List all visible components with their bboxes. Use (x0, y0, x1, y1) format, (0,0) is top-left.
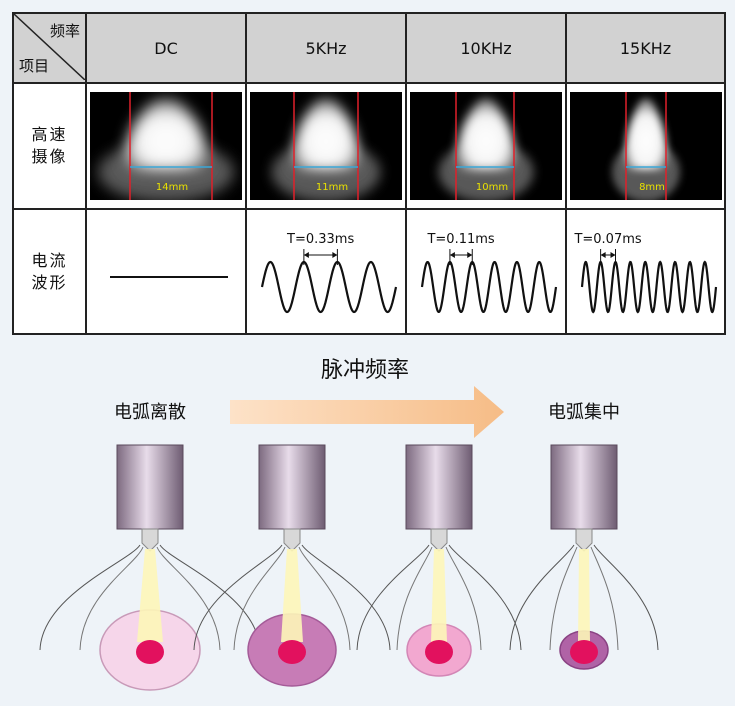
arc-inner-line-right (445, 546, 482, 651)
camera-cell-10khz: 10mm (405, 82, 567, 210)
arc-cone (281, 549, 303, 642)
arc-outline-right (448, 544, 522, 651)
arc-glow (456, 98, 516, 170)
waveform-15khz: T=0.07ms (573, 232, 717, 314)
arc-inner-line-left (396, 546, 433, 651)
camera-cell-dc: 14mm (85, 82, 247, 210)
electrode-body (550, 444, 618, 530)
high-speed-image-5khz: 11mm (250, 92, 402, 200)
arc-outline-right (593, 544, 659, 651)
arc-inner-line-left (549, 546, 578, 651)
arc-outline-left (509, 544, 575, 651)
corner-diagonal (15, 15, 84, 80)
arc-inner-line-right (156, 546, 221, 651)
frequency-arrow-label: 脉冲频率 (321, 358, 409, 383)
electrode-tip (575, 528, 593, 552)
period-label: T=0.11ms (426, 232, 494, 247)
electrode-tip (283, 528, 301, 552)
arc-glow (624, 98, 667, 170)
camera-cell-15khz: 8mm (565, 82, 726, 210)
column-header-15khz: 15KHz (565, 12, 726, 84)
arc-glow (124, 98, 208, 170)
high-speed-image-15khz: 8mm (569, 92, 722, 200)
arc-core (136, 640, 164, 664)
column-header-dc: DC (85, 12, 247, 84)
high-speed-image-dc: 14mm (90, 92, 242, 200)
arc-width-label: 10mm (476, 182, 508, 193)
torch-3 (356, 444, 522, 677)
column-header-5khz: 5KHz (245, 12, 407, 84)
arc-core (570, 640, 598, 664)
arc-core (278, 640, 306, 664)
waveform-cell-10khz: T=0.11ms (405, 208, 567, 335)
row-label-current-waveform: 电流 波形 (12, 208, 87, 335)
electrode-tip (430, 528, 448, 552)
camera-cell-5khz: 11mm (245, 82, 407, 210)
sine-wave (260, 260, 398, 313)
arc-width-label: 8mm (639, 182, 665, 193)
arc-dispersed-label: 电弧离散 (114, 402, 186, 423)
arc-outline-left (39, 544, 141, 651)
arc-width-label: 14mm (156, 182, 188, 193)
waveform-5khz: T=0.33ms (260, 232, 398, 313)
header-corner-cell: 频率 项目 (12, 12, 87, 84)
waveform-cell-dc (85, 208, 247, 335)
high-speed-image-10khz: 10mm (410, 92, 562, 200)
arc-outline-right (301, 544, 391, 651)
arc-inner-line-right (298, 546, 351, 651)
frequency-arrow (230, 386, 504, 438)
arc-cone (431, 549, 447, 642)
electrode-body (116, 444, 184, 530)
arc-inner-line-left (79, 546, 144, 651)
arc-outline-left (193, 544, 283, 651)
period-label: T=0.07ms (573, 232, 641, 247)
sine-wave (420, 260, 558, 313)
arc-diagram: 脉冲频率 电弧离散 电弧集中 (39, 358, 659, 691)
torch-4 (509, 444, 659, 670)
comparison-table: 频率 项目 DC 5KHz 10KHz 15KHz 高速 摄像 14mm 11m… (12, 12, 726, 335)
waveform-dc (110, 275, 228, 278)
sine-wave (580, 259, 717, 314)
torch-2 (193, 444, 391, 687)
waveform-10khz: T=0.11ms (420, 232, 558, 313)
corner-item-label: 项目 (19, 57, 50, 75)
electrode-body (258, 444, 326, 530)
arc-core (425, 640, 453, 664)
waveform-cell-15khz: T=0.07ms (565, 208, 726, 335)
arc-cone (578, 549, 590, 642)
arc-inner-line-left (233, 546, 286, 651)
waveform-cell-5khz: T=0.33ms (245, 208, 407, 335)
arc-concentrated-label: 电弧集中 (548, 402, 620, 423)
torch-1 (39, 444, 261, 691)
arc-outline-left (356, 544, 430, 651)
row-label-high-speed-camera: 高速 摄像 (12, 82, 87, 210)
arc-cone (137, 549, 163, 642)
corner-frequency-label: 频率 (49, 22, 80, 40)
arc-width-label: 11mm (316, 182, 348, 193)
electrode-body (405, 444, 473, 530)
arc-inner-line-right (590, 546, 619, 651)
column-header-10khz: 10KHz (405, 12, 567, 84)
torch-group (39, 444, 659, 691)
period-label: T=0.33ms (286, 232, 354, 247)
arc-glow (292, 98, 360, 170)
electrode-tip (141, 528, 159, 552)
